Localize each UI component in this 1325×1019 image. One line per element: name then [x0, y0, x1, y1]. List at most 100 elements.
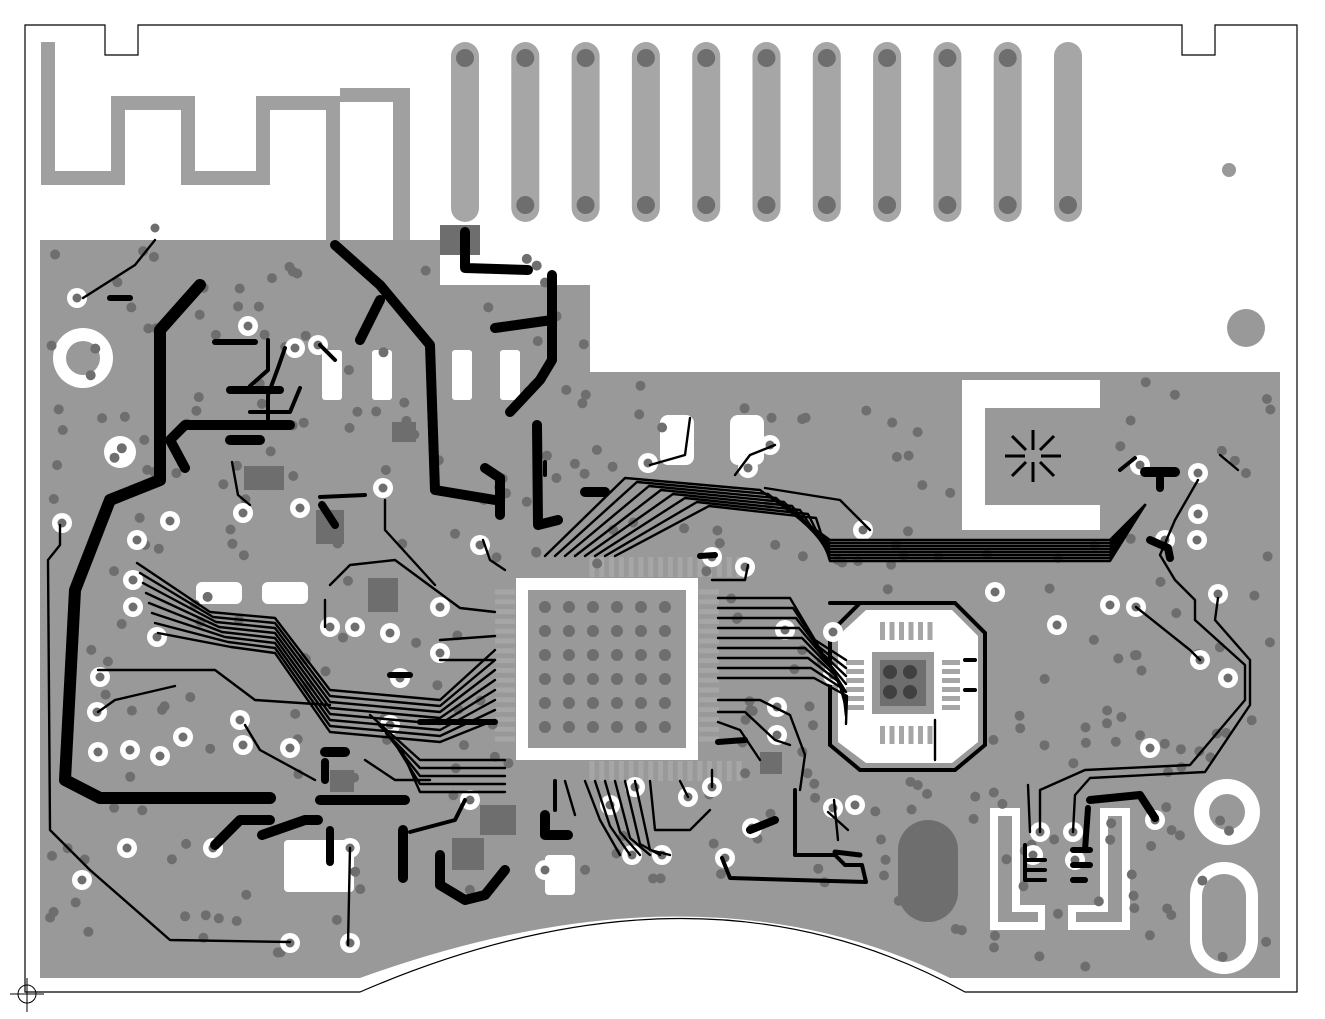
mcu-pin-left: [495, 667, 515, 673]
stitching-via: [202, 591, 213, 602]
trace: [716, 720, 762, 762]
signal-via-core: [858, 525, 868, 535]
stitching-via: [1171, 608, 1182, 619]
mcu-pin-right: [699, 667, 719, 673]
signal-via-core: [1192, 535, 1202, 545]
thermal-via: [563, 673, 575, 685]
stitching-via: [1249, 590, 1260, 601]
stitching-via: [70, 897, 81, 908]
signal-via-core: [475, 540, 485, 550]
stitching-via: [459, 740, 469, 751]
stitching-via: [350, 866, 361, 877]
mcu-pin-left: [495, 707, 515, 713]
stitching-via: [450, 528, 460, 539]
stitching-via: [47, 850, 57, 861]
mcu-pin-bottom: [648, 761, 654, 781]
mcu-pin-bottom: [716, 761, 722, 781]
thermal-via: [563, 697, 575, 709]
thermal-via: [587, 673, 599, 685]
stitching-via: [1044, 583, 1055, 594]
stitching-via: [1176, 762, 1187, 773]
stitching-via: [579, 468, 590, 479]
trace: [710, 563, 750, 582]
mcu-pin-top: [687, 557, 693, 577]
mcu-signal-trace: [368, 713, 507, 762]
stitching-via: [1014, 710, 1025, 721]
stitching-via: [740, 768, 751, 779]
stitching-via: [1261, 936, 1272, 947]
stitching-via: [116, 443, 127, 454]
mcu-pin-right: [699, 697, 719, 703]
stitching-via: [950, 924, 961, 934]
stitching-via: [119, 411, 130, 422]
stitching-via: [1102, 705, 1113, 716]
stitching-via: [708, 838, 719, 849]
stitching-via: [1265, 404, 1276, 415]
stitching-via: [591, 444, 602, 455]
power-trace: [257, 815, 323, 840]
stitching-via: [1128, 890, 1139, 901]
battery-pad: [898, 820, 958, 922]
thermal-via: [635, 601, 647, 613]
signal-via-core: [295, 503, 305, 513]
sensor-pin-top: [908, 622, 914, 640]
mcu-pin-right: [699, 716, 719, 722]
stitching-via: [922, 788, 933, 799]
stitching-via: [861, 405, 872, 416]
stitching-via: [411, 637, 422, 648]
stitching-via: [380, 465, 391, 475]
thermal-via: [611, 697, 623, 709]
stitching-via: [1215, 815, 1226, 826]
mcu-pin-left: [495, 628, 515, 634]
stitching-via: [808, 720, 818, 731]
mcu-pin-top: [707, 557, 713, 577]
stitching-via: [238, 550, 249, 561]
mcu-pin-right: [699, 599, 719, 605]
trace: [716, 698, 807, 792]
signal-via-core: [290, 343, 300, 353]
sensor-pin-top: [880, 622, 885, 640]
stitching-via: [870, 806, 881, 817]
stitching-via: [125, 771, 136, 782]
trace: [318, 493, 367, 499]
sensor-signal-trace: [716, 606, 848, 670]
power-trace: [480, 463, 505, 520]
stitching-via: [1126, 869, 1137, 880]
stitching-via: [532, 336, 543, 347]
mcu-signal-trace: [153, 621, 497, 738]
mcu-signal-trace: [603, 779, 642, 857]
signal-via-core: [1213, 589, 1223, 599]
signal-via-core: [643, 458, 653, 468]
stitching-via: [648, 873, 659, 884]
mcu-pin-left: [495, 736, 515, 742]
stitching-via: [112, 277, 123, 288]
power-trace: [1146, 536, 1174, 562]
mcu-signal-trace: [147, 601, 497, 726]
stitching-via: [580, 864, 591, 875]
signal-via-core: [1135, 460, 1145, 470]
mcu-pin-bottom: [599, 761, 605, 781]
trace: [248, 338, 270, 388]
thermal-via: [563, 721, 575, 733]
mcu-pin-left: [495, 687, 515, 693]
thermal-via: [611, 601, 623, 613]
stitching-via: [181, 838, 192, 849]
signal-via-core: [95, 672, 105, 682]
signal-via-core: [72, 293, 82, 303]
stitching-via: [272, 947, 283, 958]
stitching-via: [891, 451, 902, 462]
stitching-via: [1110, 736, 1121, 747]
sensor-pad-via: [903, 665, 917, 679]
stitching-via: [90, 343, 101, 354]
signal-via-core: [850, 800, 860, 810]
mcu-pin-right: [699, 677, 719, 683]
stitching-via: [148, 251, 159, 262]
trace: [481, 538, 507, 572]
stitching-via: [100, 689, 111, 700]
stitching-via: [191, 405, 202, 416]
stitching-via: [194, 309, 205, 320]
thermal-via: [587, 625, 599, 637]
trace: [715, 737, 748, 745]
